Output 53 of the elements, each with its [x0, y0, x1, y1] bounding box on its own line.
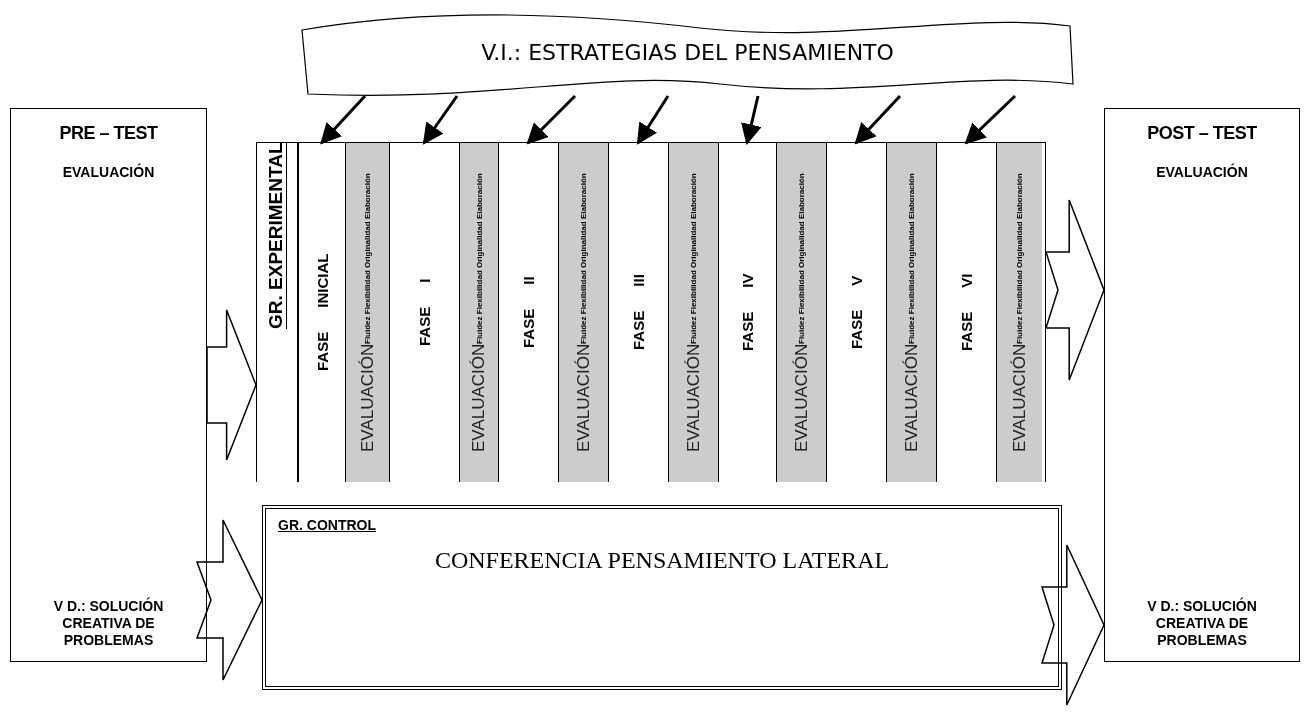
criteria-text: Fluidez Flexibilidad Originalidad Elaboración	[907, 172, 916, 344]
column-heading: EVALUACIÓN	[357, 343, 378, 452]
phase-label: FASE IV	[739, 273, 756, 352]
box-text: EVALUACIÓN	[62, 164, 155, 180]
arrow	[854, 94, 902, 145]
stage-box	[1104, 108, 1300, 662]
criteria-text: Fluidez Flexibilidad Originalidad Elaboración	[363, 172, 372, 344]
column-heading: EVALUACIÓN	[573, 343, 594, 452]
column-heading: EVALUACIÓN	[1009, 343, 1030, 452]
criteria-text: Fluidez Flexibilidad Originalidad Elaboración	[474, 172, 484, 344]
banner-text: V.I.: ESTRATEGIAS DEL PENSAMIENTO	[481, 40, 894, 65]
arrow	[320, 95, 367, 145]
column-heading: EVALUACIÓN	[791, 343, 812, 452]
criteria-text: Fluidez Flexibilidad Originalidad Elaboración	[1015, 172, 1024, 344]
arrow	[422, 95, 459, 145]
phase-label: FASE VI	[958, 273, 975, 352]
evaluation-column	[558, 143, 608, 482]
phase-label: FASE III	[630, 274, 647, 351]
group-panel	[256, 142, 1046, 482]
block-arrow	[1040, 544, 1105, 706]
box-heading: PRE – TEST	[59, 123, 158, 144]
stage-box	[10, 108, 207, 662]
box-text: V D.: SOLUCIÓN CREATIVA DE PROBLEMAS	[53, 598, 164, 649]
arrow	[526, 94, 577, 145]
box-heading: POST – TEST	[1147, 123, 1257, 144]
block-arrow	[1044, 199, 1105, 381]
box-text: EVALUACIÓN	[1156, 164, 1248, 180]
block-arrow	[195, 519, 263, 681]
phase-label: FASE I	[416, 278, 433, 347]
criteria-text: Fluidez Flexibilidad Originalidad Elaboración	[689, 172, 698, 344]
box-text: V D.: SOLUCIÓN CREATIVA DE PROBLEMAS	[1147, 598, 1257, 649]
evaluation-column	[886, 143, 936, 482]
group-heading: GR. CONTROL	[278, 517, 377, 533]
phase-label: FASE V	[848, 275, 865, 350]
column-heading: EVALUACIÓN	[901, 343, 922, 452]
arrow	[741, 95, 762, 146]
group-text: CONFERENCIA PENSAMIENTO LATERAL	[433, 547, 891, 574]
criteria-text: Fluidez Flexibilidad Originalidad Elaboración	[579, 172, 588, 344]
arrow	[964, 94, 1017, 145]
column-heading: EVALUACIÓN	[683, 343, 704, 452]
phase-label: FASE INICIAL	[313, 253, 331, 372]
evaluation-column	[776, 143, 826, 482]
phase-label: FASE II	[520, 276, 537, 349]
arrow	[636, 95, 670, 145]
column-heading: EVALUACIÓN	[469, 343, 489, 452]
group-box	[262, 505, 1062, 690]
evaluation-column	[668, 143, 718, 482]
evaluation-column	[459, 143, 498, 482]
evaluation-column	[345, 143, 389, 482]
evaluation-column	[996, 143, 1042, 482]
group-title: GR. EXPERIMENTAL	[257, 143, 298, 482]
block-arrow	[206, 309, 257, 461]
criteria-text: Fluidez Flexibilidad Originalidad Elaboración	[797, 172, 806, 344]
